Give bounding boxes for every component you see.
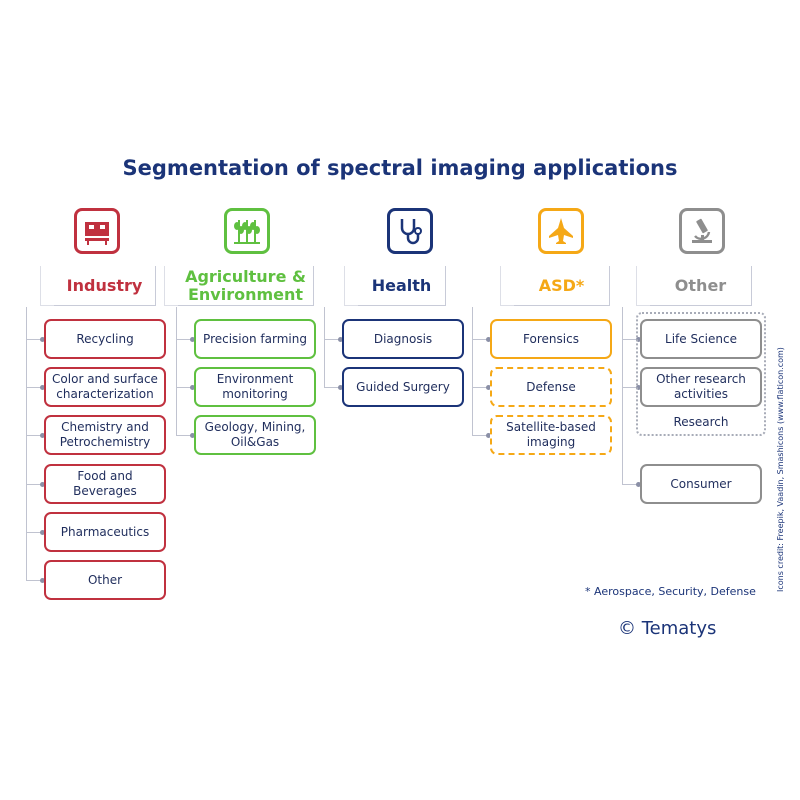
crops-icon	[224, 208, 270, 254]
industry-connector	[26, 484, 44, 485]
connector-dot	[190, 337, 195, 342]
connector-dot	[40, 433, 45, 438]
connector-dot	[338, 385, 343, 390]
industry-connector	[26, 435, 44, 436]
category-agriculture: Agriculture & Environment	[164, 266, 314, 306]
other-connector	[622, 484, 640, 485]
agriculture-item: Environment monitoring	[194, 367, 316, 407]
industry-connector	[26, 307, 27, 580]
connector-dot	[190, 433, 195, 438]
connector-dot	[636, 385, 641, 390]
connector-dot	[40, 482, 45, 487]
industry-connector	[26, 532, 44, 533]
health-connector	[324, 339, 342, 340]
agriculture-connector	[176, 339, 194, 340]
industry-item: Food and Beverages	[44, 464, 166, 504]
microscope-icon	[679, 208, 725, 254]
industry-connector	[26, 387, 44, 388]
industry-item: Pharmaceutics	[44, 512, 166, 552]
industry-item: Other	[44, 560, 166, 600]
connector-dot	[40, 385, 45, 390]
connector-dot	[338, 337, 343, 342]
health-connector	[324, 307, 325, 387]
copyright: © Tematys	[618, 618, 717, 639]
icons-credit: Icons credit: Freepik, Vaadin, Smashicon…	[776, 347, 785, 592]
category-industry: Industry	[40, 266, 156, 306]
industry-connector	[26, 580, 44, 581]
stethoscope-icon	[387, 208, 433, 254]
asd-item: Defense	[490, 367, 612, 407]
connector-dot	[40, 337, 45, 342]
industry-item: Color and surface characterization	[44, 367, 166, 407]
connector-dot	[636, 337, 641, 342]
connector-dot	[486, 337, 491, 342]
category-other: Other	[636, 266, 752, 306]
category-asd: ASD*	[500, 266, 610, 306]
asd-item: Forensics	[490, 319, 612, 359]
agriculture-item: Precision farming	[194, 319, 316, 359]
asd-item: Satellite-based imaging	[490, 415, 612, 455]
diagram-title: Segmentation of spectral imaging applica…	[122, 156, 678, 180]
asd-connector	[472, 307, 473, 435]
industry-connector	[26, 339, 44, 340]
asd-connector	[472, 339, 490, 340]
agriculture-connector	[176, 435, 194, 436]
other-connector	[622, 387, 640, 388]
research-group	[636, 312, 766, 436]
jet-icon	[538, 208, 584, 254]
connector-dot	[636, 482, 641, 487]
asd-connector	[472, 435, 490, 436]
connector-dot	[486, 433, 491, 438]
connector-dot	[40, 578, 45, 583]
health-item: Guided Surgery	[342, 367, 464, 407]
health-connector	[324, 387, 342, 388]
footnote: * Aerospace, Security, Defense	[585, 585, 756, 598]
asd-connector	[472, 387, 490, 388]
industry-item: Recycling	[44, 319, 166, 359]
other-item: Other research activities	[640, 367, 762, 407]
factory-icon	[74, 208, 120, 254]
industry-item: Chemistry and Petrochemistry	[44, 415, 166, 455]
connector-dot	[40, 530, 45, 535]
category-health: Health	[344, 266, 446, 306]
agriculture-connector	[176, 307, 177, 435]
agriculture-connector	[176, 387, 194, 388]
other-connector	[622, 339, 640, 340]
connector-dot	[486, 385, 491, 390]
other-item: Life Science	[640, 319, 762, 359]
other-item: Consumer	[640, 464, 762, 504]
health-item: Diagnosis	[342, 319, 464, 359]
agriculture-item: Geology, Mining, Oil&Gas	[194, 415, 316, 455]
research-group-label: Research	[673, 415, 729, 429]
other-connector	[622, 307, 623, 484]
connector-dot	[190, 385, 195, 390]
